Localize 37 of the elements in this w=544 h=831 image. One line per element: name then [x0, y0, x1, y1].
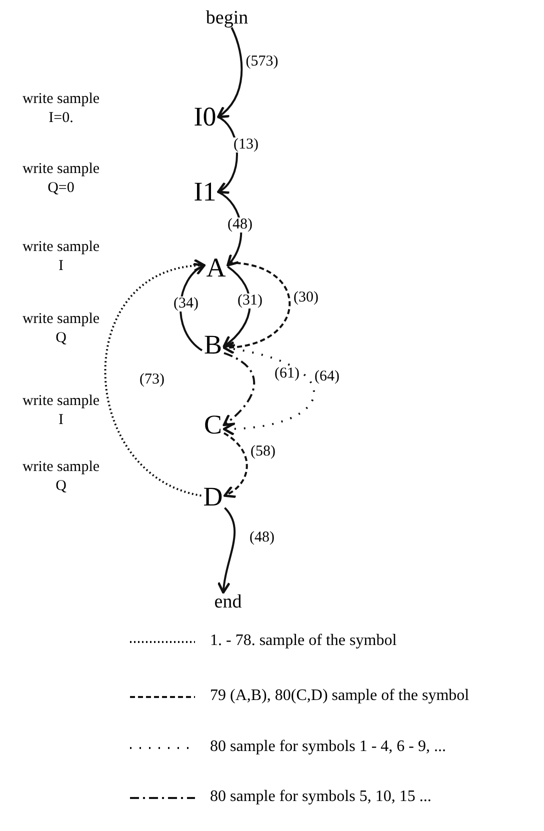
legend-text: 80 sample for symbols 1 - 4, 6 - 9, ...: [210, 739, 446, 755]
annotation-text: write sample I: [21, 392, 101, 430]
edge-label: (48): [228, 218, 252, 232]
arrow: [222, 262, 291, 354]
state-label: D: [201, 484, 225, 510]
state-label: end: [212, 592, 244, 612]
edge-label: (31): [238, 294, 262, 308]
arrow: [222, 346, 315, 436]
annotation-text: write sample I=0.: [21, 90, 101, 128]
state-label: begin: [204, 8, 250, 28]
arrow: [218, 507, 236, 594]
edge-label: (58): [250, 444, 276, 460]
edge-label: (64): [314, 370, 340, 384]
edge-label: (573): [246, 54, 278, 70]
arrow: [104, 260, 206, 497]
legend-text: 1. - 78. sample of the symbol: [210, 633, 397, 649]
legend-text: 80 sample for symbols 5, 10, 15 ...: [210, 789, 432, 805]
edge-label: (73): [140, 372, 164, 388]
arrow: [217, 27, 243, 118]
state-label: B: [202, 332, 224, 358]
edge-label: (30): [294, 290, 318, 306]
annotation-text: write sample Q: [21, 310, 101, 348]
edge-label: (48): [250, 530, 274, 546]
annotation-text: write sample Q=0: [21, 160, 101, 198]
state-label: C: [202, 412, 224, 438]
annotation-text: write sample Q: [21, 458, 101, 496]
edge-label: (61): [274, 366, 300, 382]
edge-label: (34): [174, 296, 198, 312]
legend-text: 79 (A,B), 80(C,D) sample of the symbol: [210, 688, 470, 704]
state-label: I1: [192, 178, 218, 206]
state-label: A: [204, 254, 228, 282]
edge-label: (13): [234, 138, 258, 152]
state-label: I0: [192, 104, 218, 130]
arrow: [223, 432, 248, 498]
annotation-text: write sample I: [21, 238, 101, 276]
arrow: [222, 352, 255, 426]
arrow: [180, 264, 206, 352]
